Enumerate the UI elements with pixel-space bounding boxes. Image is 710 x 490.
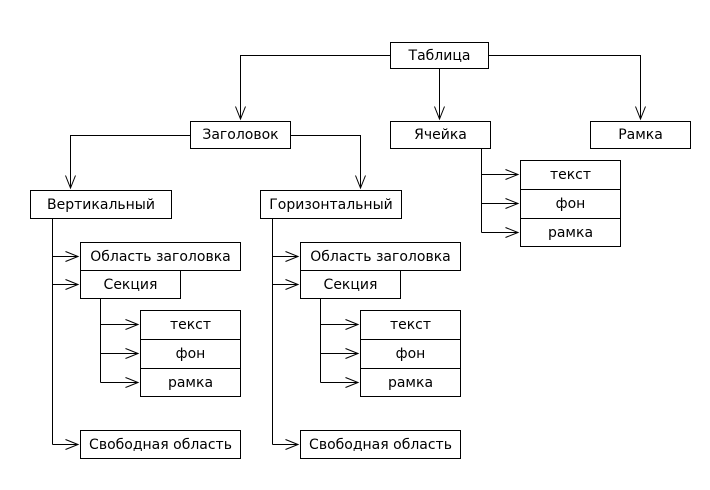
node-horizontal-section-text: текст xyxy=(360,310,461,340)
node-cell: Ячейка xyxy=(390,121,491,149)
node-horizontal-section-frame: рамка xyxy=(360,368,461,397)
node-horizontal-header-area: Область заголовка xyxy=(300,242,461,271)
node-horizontal-section: Секция xyxy=(300,270,401,299)
node-cell-frame: рамка xyxy=(520,218,621,247)
node-vertical: Вертикальный xyxy=(30,190,172,219)
node-horizontal-section-background: фон xyxy=(360,339,461,369)
node-horizontal: Горизонтальный xyxy=(260,190,402,219)
node-header: Заголовок xyxy=(190,121,291,149)
node-vertical-header-area: Область заголовка xyxy=(80,242,241,271)
node-cell-text: текст xyxy=(520,160,621,190)
node-vertical-section-text: текст xyxy=(140,310,241,340)
node-frame: Рамка xyxy=(590,121,691,149)
node-vertical-free-area: Свободная область xyxy=(80,430,241,459)
node-vertical-section-frame: рамка xyxy=(140,368,241,397)
node-vertical-section-background: фон xyxy=(140,339,241,369)
node-table: Таблица xyxy=(390,42,489,69)
node-vertical-section: Секция xyxy=(80,270,181,299)
node-cell-background: фон xyxy=(520,189,621,219)
node-horizontal-free-area: Свободная область xyxy=(300,430,461,459)
